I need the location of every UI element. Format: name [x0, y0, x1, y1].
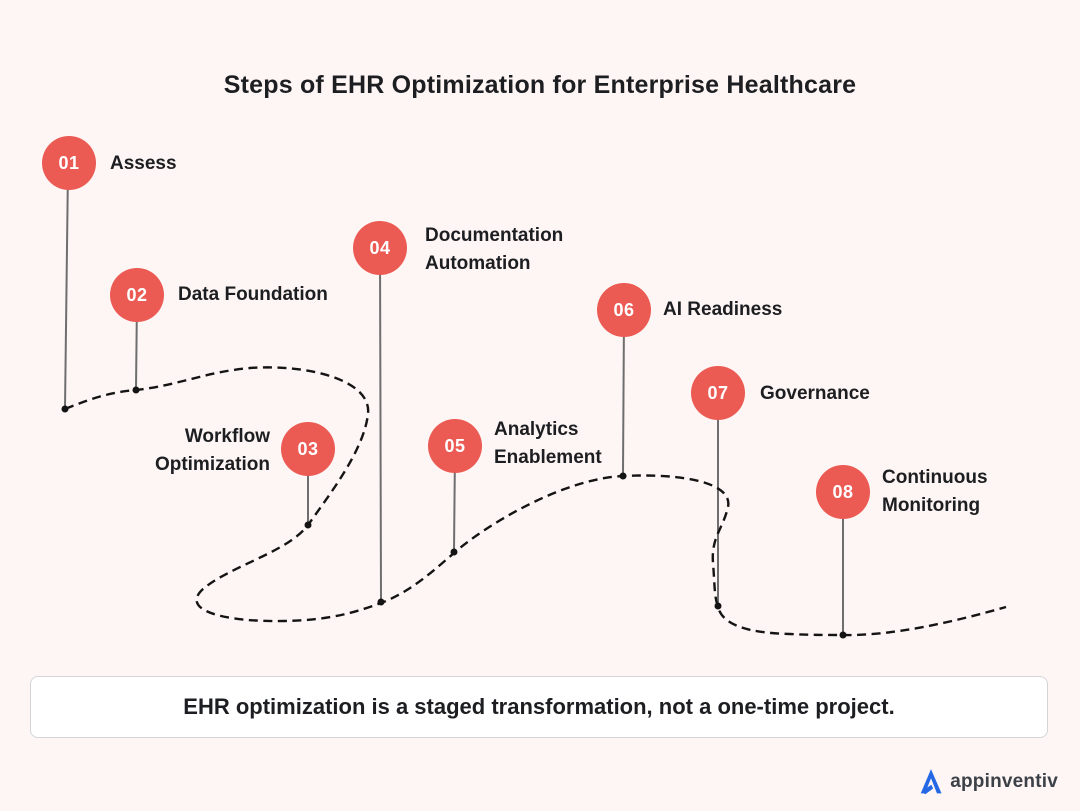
step-01-label: Assess — [110, 153, 177, 174]
step-07-label: Governance — [760, 383, 870, 404]
step-02-badge: 02 — [110, 268, 164, 322]
step-03-badge: 03 — [281, 422, 335, 476]
step-04-badge: 04 — [353, 221, 407, 275]
step-08-number: 08 — [832, 481, 854, 502]
step-06-number: 06 — [613, 299, 635, 320]
step-04-anchor-dot — [377, 598, 385, 606]
step-01-badge: 01 — [42, 136, 96, 190]
step-02-anchor-dot — [132, 386, 140, 394]
step-04-leader-line — [379, 251, 382, 602]
step-02-label: Data Foundation — [178, 284, 328, 305]
step-06-label: AI Readiness — [663, 299, 783, 320]
step-05-anchor-dot — [450, 548, 458, 556]
step-06-leader-line — [622, 313, 625, 475]
step-07-anchor-dot — [714, 602, 722, 610]
step-05-number: 05 — [444, 435, 466, 456]
key-message-box: EHR optimization is a staged transformat… — [30, 676, 1048, 738]
step-05-badge: 05 — [428, 419, 482, 473]
step-03-anchor-dot — [304, 521, 312, 529]
appinventiv-logo-icon — [920, 769, 942, 795]
brand-logo: appinventiv — [919, 768, 1058, 795]
step-07-badge: 07 — [691, 366, 745, 420]
step-07-number: 07 — [707, 382, 729, 403]
step-08-badge: 08 — [816, 465, 870, 519]
page-title: Steps of EHR Optimization for Enterprise… — [223, 70, 857, 99]
step-01-leader-line — [64, 167, 69, 409]
step-03-number: 03 — [297, 438, 319, 459]
step-01-anchor-dot — [61, 405, 69, 413]
step-06-anchor-dot — [619, 472, 627, 480]
step-04-number: 04 — [369, 237, 391, 258]
dashed-journey-path — [64, 366, 1007, 637]
step-08-anchor-dot — [839, 631, 847, 639]
step-06-badge: 06 — [597, 283, 651, 337]
key-message-text: EHR optimization is a staged transformat… — [183, 694, 895, 719]
brand-logo-text: appinventiv — [950, 770, 1058, 792]
step-02-number: 02 — [126, 284, 148, 305]
step-01-number: 01 — [58, 152, 80, 173]
